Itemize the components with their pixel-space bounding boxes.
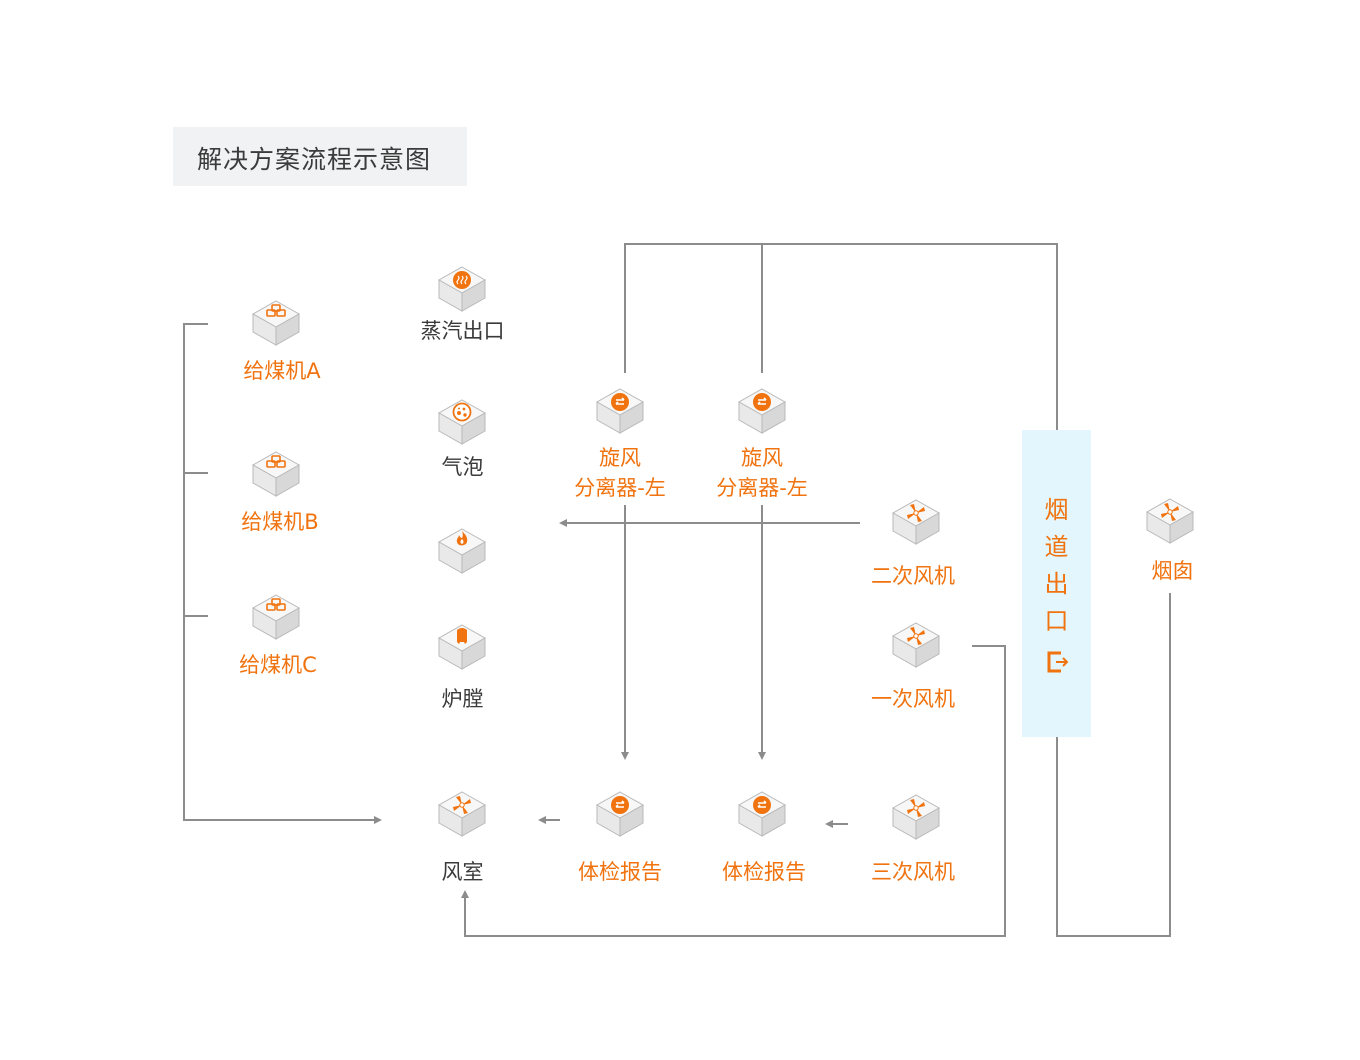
steam-outlet-label: 蒸汽出口	[420, 319, 505, 343]
fan-icon	[1145, 496, 1195, 546]
report-1-label: 体检报告	[578, 860, 662, 884]
tertiary-fan-label: 三次风机	[871, 860, 955, 884]
flame-icon	[437, 526, 487, 576]
separator-2-title: 旋风	[741, 446, 783, 470]
fan-icon	[891, 792, 941, 842]
separator-top-loop	[624, 243, 1058, 430]
exchange-icon	[595, 789, 645, 839]
windbox-label: 风室	[441, 860, 484, 884]
separator-1-subtitle: 分离器-左	[574, 476, 666, 500]
coal-blocks-icon	[251, 592, 301, 642]
fan-icon	[437, 789, 487, 839]
furnace-icon	[437, 622, 487, 672]
page-title: 解决方案流程示意图	[197, 145, 432, 174]
flue-char: 出	[1044, 570, 1069, 598]
flue-outlet[interactable]: 烟 道 出 口	[1022, 430, 1091, 737]
separator-2-subtitle: 分离器-左	[716, 476, 808, 500]
flue-char: 烟	[1044, 496, 1069, 524]
bubbles-icon	[437, 397, 487, 447]
feeder-bus-line	[183, 323, 382, 824]
exit-icon	[1047, 651, 1069, 673]
flue-char: 道	[1044, 533, 1069, 561]
secondary-fan-label: 二次风机	[871, 564, 955, 588]
primary-fan-label: 一次风机	[871, 687, 955, 711]
feeder-b-label: 给煤机B	[241, 510, 319, 534]
bubble-label: 气泡	[441, 455, 484, 479]
fan-icon	[891, 620, 941, 670]
feeder-c-label: 给煤机C	[239, 653, 317, 677]
furnace-label: 炉膛	[441, 687, 484, 711]
exchange-icon	[737, 386, 787, 436]
title-box: 解决方案流程示意图	[173, 127, 467, 186]
steam-icon	[437, 264, 487, 314]
exchange-icon	[595, 386, 645, 436]
coal-blocks-icon	[251, 298, 301, 348]
separator-1-title: 旋风	[599, 446, 641, 470]
report-2-label: 体检报告	[722, 860, 806, 884]
fan-icon	[891, 497, 941, 547]
exchange-icon	[737, 789, 787, 839]
chimney-label: 烟囱	[1151, 559, 1194, 583]
feeder-a-label: 给煤机A	[243, 359, 321, 383]
flue-to-chimney	[1056, 593, 1171, 937]
flue-outlet-label: 烟 道 出 口	[1022, 492, 1091, 640]
flue-char: 口	[1044, 607, 1069, 635]
primary-fan-to-windbox	[461, 645, 1006, 937]
coal-blocks-icon	[251, 449, 301, 499]
